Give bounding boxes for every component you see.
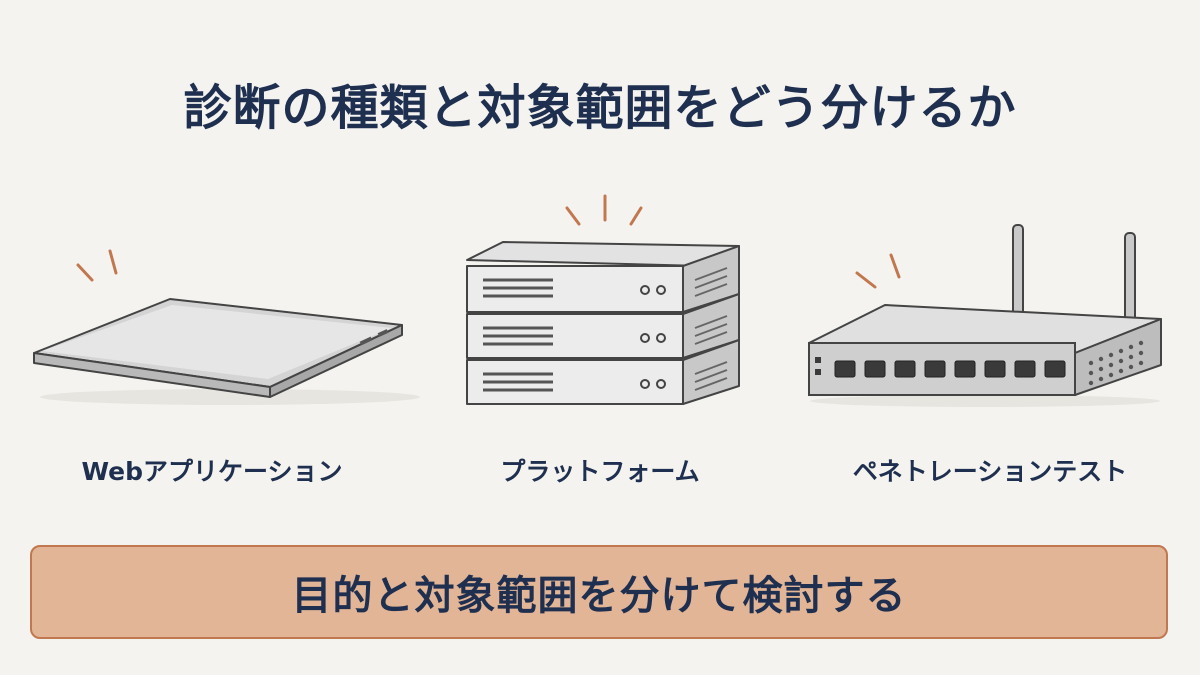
emphasis-marks xyxy=(855,253,901,289)
label-platform: プラットフォーム xyxy=(500,457,700,486)
label-penetration-test: ペネトレーションテスト xyxy=(852,457,1128,486)
emphasis-marks xyxy=(565,194,643,226)
server-stack-icon xyxy=(466,194,740,405)
router-icon xyxy=(808,224,1162,407)
label-web-application: Webアプリケーション xyxy=(81,457,343,486)
emphasis-marks xyxy=(76,249,118,282)
laptop-icon xyxy=(33,249,420,405)
banner-text: 目的と対象範囲を分けて検討する xyxy=(291,573,907,619)
summary-banner: 目的と対象範囲を分けて検討する xyxy=(30,545,1168,639)
page-title: 診断の種類と対象範囲をどう分けるか xyxy=(183,80,1017,136)
